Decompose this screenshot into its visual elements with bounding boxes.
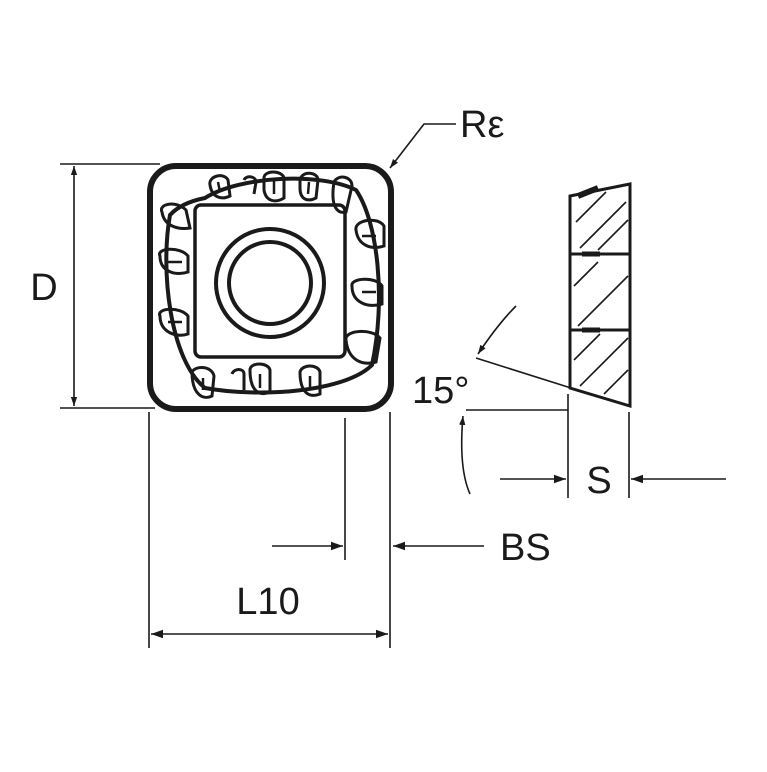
mounting-hole-inner <box>227 240 313 326</box>
chip-breaker-details <box>168 180 376 390</box>
label-s: S <box>586 460 611 502</box>
side-hatching <box>573 191 629 395</box>
label-15-degrees: 15° <box>412 370 469 412</box>
label-bs: BS <box>500 527 551 569</box>
insert-outline <box>147 163 394 412</box>
label-r-epsilon: Rε <box>460 104 504 146</box>
insert-top-view <box>147 163 394 412</box>
dimension-s <box>500 394 726 498</box>
label-l10: L10 <box>236 581 299 623</box>
dimension-d <box>60 163 160 409</box>
inner-land-ring <box>164 176 381 395</box>
side-profile <box>568 182 632 409</box>
label-d: D <box>30 267 57 309</box>
mounting-hole-outer <box>214 227 326 339</box>
chip-breakers-bottom <box>190 362 322 399</box>
insert-center-plateau <box>193 203 347 359</box>
angle-arc-upper <box>477 305 517 355</box>
chip-breakers-right <box>344 218 386 365</box>
chip-breakers-top <box>208 170 354 214</box>
angle-arc-lower <box>459 415 471 495</box>
leader-line-r <box>389 123 456 169</box>
insert-side-view <box>568 182 632 409</box>
dimension-l10 <box>148 412 391 648</box>
chip-breakers-left <box>158 202 192 337</box>
dimension-corner-radius <box>389 123 456 169</box>
dimension-clearance-angle <box>459 305 629 495</box>
dimension-bs <box>272 418 484 560</box>
angle-flank-line <box>475 357 629 407</box>
